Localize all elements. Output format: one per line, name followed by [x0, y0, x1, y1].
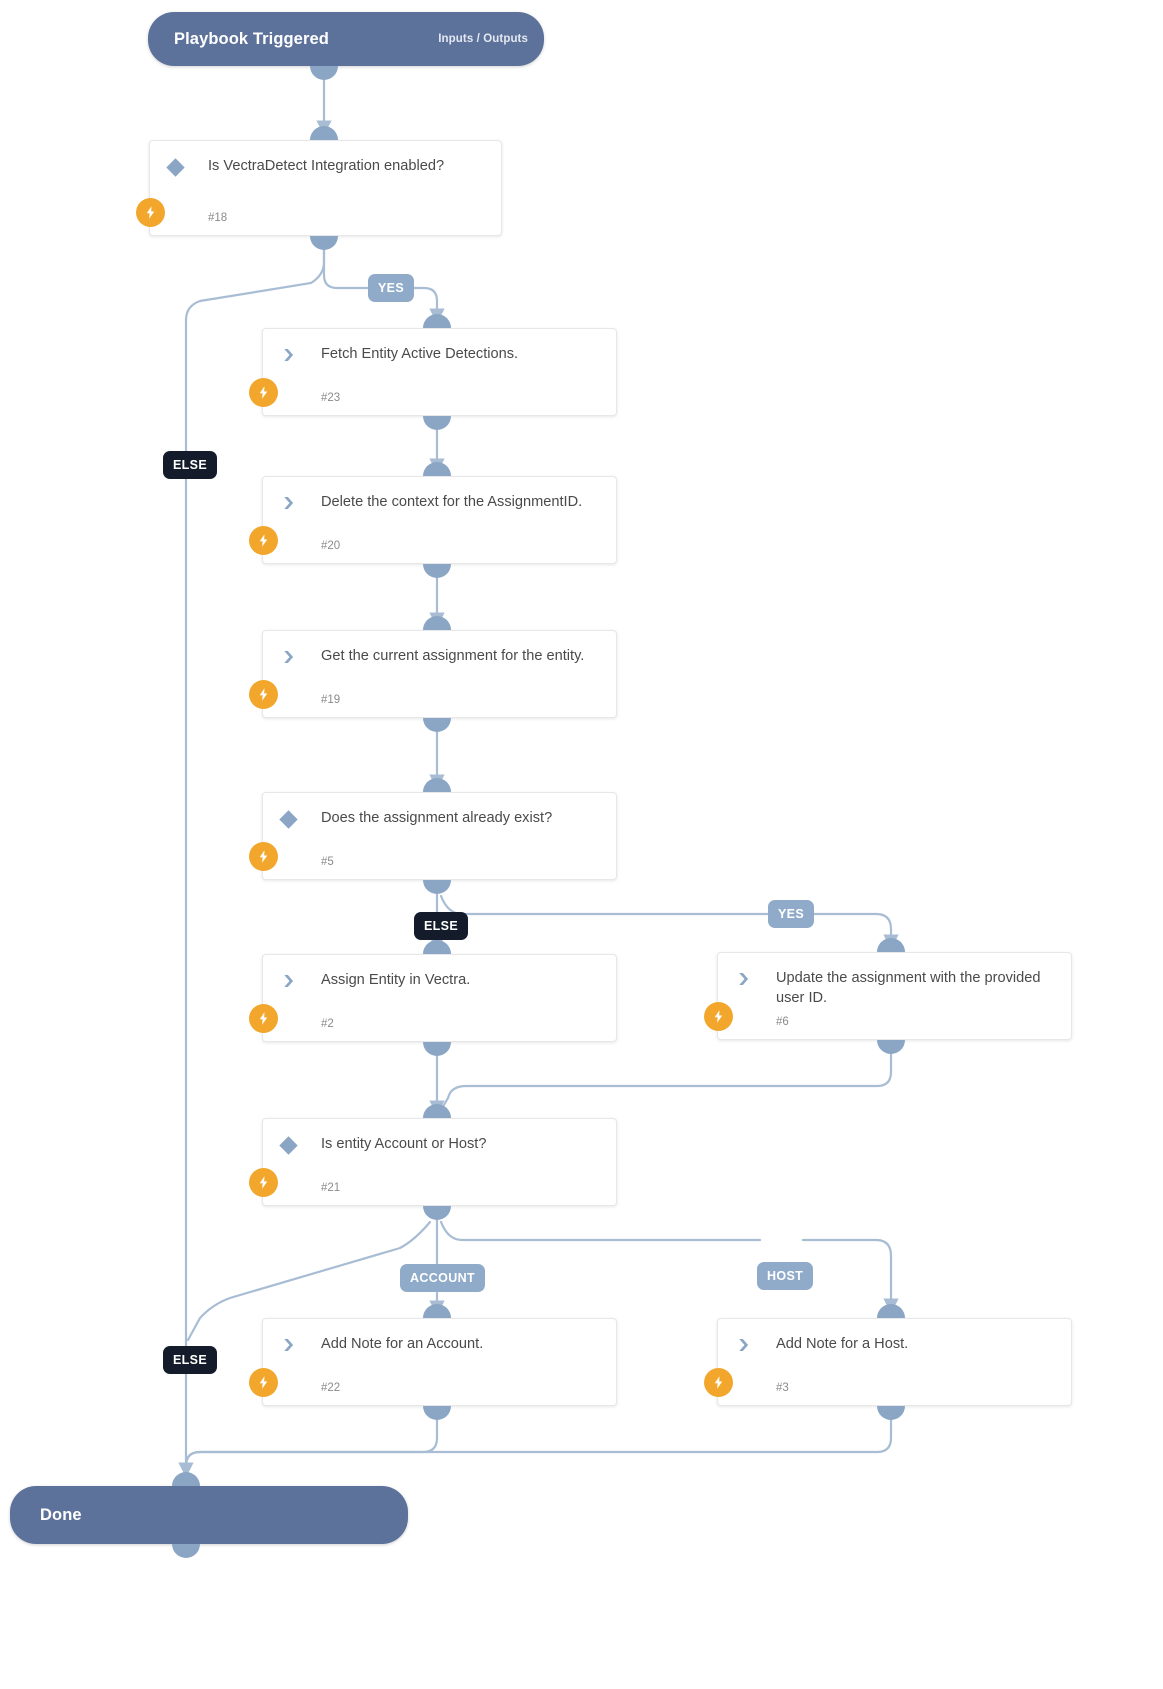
- dock-n19-out: [423, 718, 451, 732]
- step-title: Assign Entity in Vectra.: [321, 972, 471, 988]
- dock-n6-out: [877, 1040, 905, 1054]
- step-id: #19: [321, 694, 341, 706]
- dock-done-out: [172, 1544, 200, 1558]
- bolt-icon: [704, 1368, 733, 1397]
- bolt-icon: [249, 526, 278, 555]
- step-id: #22: [321, 1382, 341, 1394]
- dock-n21-in: [423, 1104, 451, 1118]
- dock-n20-out: [423, 564, 451, 578]
- step-id: #23: [321, 392, 341, 404]
- dock-n18-out: [310, 236, 338, 250]
- bolt-icon: [249, 378, 278, 407]
- step-title: Get the current assignment for the entit…: [321, 648, 585, 664]
- chevron-right-icon: [734, 970, 752, 988]
- dock-n20-in: [423, 462, 451, 476]
- playbook-triggered-label: Playbook Triggered: [174, 29, 329, 48]
- branch-tag-yes-assignment[interactable]: YES: [768, 900, 815, 928]
- branch-tag-else-top[interactable]: ELSE: [163, 451, 218, 479]
- step-card-n18[interactable]: Is VectraDetect Integration enabled? #18: [136, 140, 502, 236]
- dock-n2-in: [423, 940, 451, 954]
- dock-done-in: [172, 1472, 200, 1486]
- bolt-icon: [249, 1368, 278, 1397]
- step-id: #21: [321, 1182, 341, 1194]
- chevron-right-icon: [279, 972, 297, 990]
- dock-n2-out: [423, 1042, 451, 1056]
- dock-n22-in: [423, 1304, 451, 1318]
- step-title: Update the assignment with the provided …: [776, 970, 1041, 1006]
- chevron-right-icon: [279, 1336, 297, 1354]
- branch-tag-else-bottom[interactable]: ELSE: [163, 1346, 218, 1374]
- diamond-icon: [279, 810, 298, 829]
- step-card-n3[interactable]: Add Note for a Host. #3: [704, 1318, 1072, 1406]
- step-id: #2: [321, 1018, 334, 1030]
- branch-tag-yes-top[interactable]: YES: [368, 274, 415, 302]
- bolt-icon: [249, 680, 278, 709]
- step-title: Add Note for a Host.: [776, 1336, 909, 1352]
- diamond-icon: [279, 1136, 298, 1155]
- step-title: Is entity Account or Host?: [321, 1136, 487, 1152]
- dock-n22-out: [423, 1406, 451, 1420]
- bolt-icon: [249, 1004, 278, 1033]
- done-node[interactable]: Done: [10, 1486, 408, 1544]
- step-id: #18: [208, 212, 228, 224]
- step-card-n2[interactable]: Assign Entity in Vectra. #2: [249, 954, 617, 1042]
- dock-n3-in: [877, 1304, 905, 1318]
- step-title: Is VectraDetect Integration enabled?: [208, 158, 445, 174]
- step-card-n19[interactable]: Get the current assignment for the entit…: [249, 630, 617, 718]
- step-id: #5: [321, 856, 334, 868]
- branch-tag-else-assignment[interactable]: ELSE: [414, 912, 469, 940]
- step-title: Delete the context for the AssignmentID.: [321, 494, 583, 510]
- step-card-n6[interactable]: Update the assignment with the provided …: [704, 952, 1072, 1040]
- inputs-outputs-label: Inputs / Outputs: [438, 33, 528, 45]
- chevron-right-icon: [734, 1336, 752, 1354]
- branch-tag-account[interactable]: ACCOUNT: [400, 1264, 485, 1292]
- step-card-n23[interactable]: Fetch Entity Active Detections. #23: [249, 328, 617, 416]
- dock-n5-out: [423, 880, 451, 894]
- dock-n6-in: [877, 938, 905, 952]
- bolt-icon: [249, 1168, 278, 1197]
- step-id: #3: [776, 1382, 789, 1394]
- dock-n5-in: [423, 778, 451, 792]
- dock-n3-out: [877, 1406, 905, 1420]
- done-label: Done: [40, 1505, 82, 1524]
- step-card-n5[interactable]: Does the assignment already exist? #5: [249, 792, 617, 880]
- dock-n19-in: [423, 616, 451, 630]
- step-id: #6: [776, 1016, 789, 1028]
- dock-n23-out: [423, 416, 451, 430]
- playbook-triggered-node[interactable]: Playbook Triggered Inputs / Outputs: [148, 12, 544, 66]
- step-card-n21[interactable]: Is entity Account or Host? #21: [249, 1118, 617, 1206]
- diamond-icon: [166, 158, 185, 177]
- step-id: #20: [321, 540, 341, 552]
- chevron-right-icon: [279, 648, 297, 666]
- step-title: Does the assignment already exist?: [321, 810, 553, 826]
- step-card-n20[interactable]: Delete the context for the AssignmentID.…: [249, 476, 617, 564]
- step-title: Fetch Entity Active Detections.: [321, 346, 519, 362]
- dock-n23-in: [423, 314, 451, 328]
- step-title: Add Note for an Account.: [321, 1336, 484, 1352]
- bolt-icon: [136, 198, 165, 227]
- dock-n18-in: [310, 126, 338, 140]
- chevron-right-icon: [279, 346, 297, 364]
- bolt-icon: [704, 1002, 733, 1031]
- step-card-n22[interactable]: Add Note for an Account. #22: [249, 1318, 617, 1406]
- bolt-icon: [249, 842, 278, 871]
- branch-tag-host[interactable]: HOST: [757, 1262, 814, 1290]
- dock-start-out: [310, 66, 338, 80]
- dock-n21-out: [423, 1206, 451, 1220]
- chevron-right-icon: [279, 494, 297, 512]
